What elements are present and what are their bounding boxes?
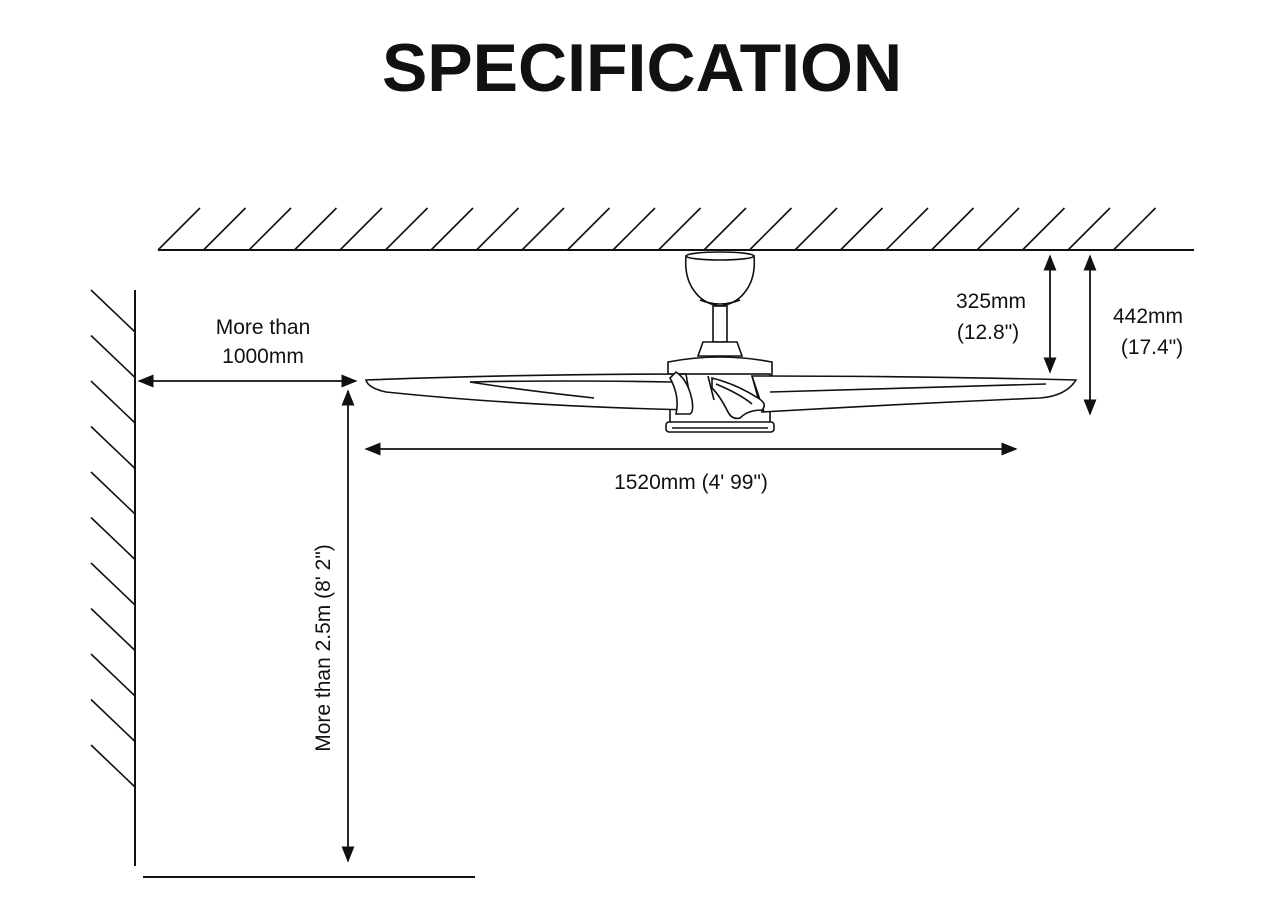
- ceiling: [157, 207, 1194, 251]
- ceiling-hatch-line: [794, 207, 838, 251]
- ceiling-hatch-line: [612, 207, 656, 251]
- blade-left-root: [669, 370, 694, 415]
- wall-hatch-line: [90, 744, 136, 788]
- blade-front-root: [707, 375, 715, 401]
- ceiling-hatch-line: [748, 207, 793, 251]
- wall-clearance-label-line2: 1000mm: [222, 345, 304, 368]
- wall: [90, 289, 136, 866]
- wall-hatch-line: [90, 289, 136, 333]
- ceiling-hatch-line: [384, 207, 429, 251]
- canopy: [684, 252, 756, 307]
- blade-left-edge: [469, 380, 673, 383]
- ceiling-hatch-line: [202, 207, 247, 251]
- ceiling-hatch-line: [930, 207, 975, 251]
- wall-hatching: [90, 289, 136, 788]
- blade-left-crease: [469, 381, 595, 399]
- ceiling-hatch-line: [293, 207, 338, 251]
- wall-hatch-line: [90, 607, 136, 652]
- ceiling-hatch-line: [976, 207, 1020, 251]
- total-height-label-line2: (17.4"): [1121, 336, 1183, 359]
- wall-hatch-line: [90, 380, 136, 424]
- blade-right: [750, 375, 1078, 413]
- floor-clearance-label: More than 2.5m (8' 2"): [312, 544, 335, 752]
- ceiling-hatch-line: [657, 207, 702, 251]
- ceiling-hatch-line: [885, 207, 929, 251]
- body-height-label-line2: (12.8"): [957, 321, 1019, 344]
- page-title: SPECIFICATION: [381, 30, 903, 106]
- motor-collar: [696, 341, 744, 357]
- ceiling-hatch-line: [703, 207, 747, 251]
- wall-hatch-line: [90, 334, 136, 379]
- wall-hatch-line: [90, 471, 136, 515]
- ceiling-fan: [364, 251, 1078, 433]
- ceiling-hatch-line: [248, 207, 292, 251]
- ceiling-hatching: [157, 207, 1157, 251]
- wall-hatch-line: [90, 562, 136, 606]
- ceiling-hatch-line: [521, 207, 565, 251]
- wall-clearance-label-line1: More than: [216, 316, 311, 339]
- ceiling-hatch-line: [339, 207, 383, 251]
- ceiling-hatch-line: [1021, 207, 1066, 251]
- canopy-trim: [699, 299, 741, 305]
- motor-housing-top: [667, 356, 773, 377]
- ceiling-hatch-line: [430, 207, 474, 251]
- ceiling-hatch-line: [1067, 207, 1111, 251]
- wall-hatch-line: [90, 653, 136, 697]
- ceiling-hatch-line: [157, 207, 201, 251]
- canopy-rim: [685, 251, 755, 261]
- blade-left: [364, 373, 693, 411]
- ceiling-hatch-line: [839, 207, 884, 251]
- wall-hatch-line: [90, 516, 136, 561]
- blade-right-crease: [769, 383, 1047, 393]
- motor-base: [665, 421, 775, 433]
- downrod: [712, 305, 728, 343]
- total-height-label-line1: 442mm: [1113, 305, 1183, 328]
- ceiling-hatch-line: [475, 207, 520, 251]
- blade-span-label: 1520mm (4' 99"): [614, 471, 768, 494]
- body-height-label-line1: 325mm: [956, 290, 1026, 313]
- ceiling-hatch-line: [566, 207, 611, 251]
- wall-hatch-line: [90, 425, 136, 470]
- blade-front-crease: [715, 383, 753, 405]
- wall-hatch-line: [90, 698, 136, 743]
- ceiling-hatch-line: [1112, 207, 1157, 251]
